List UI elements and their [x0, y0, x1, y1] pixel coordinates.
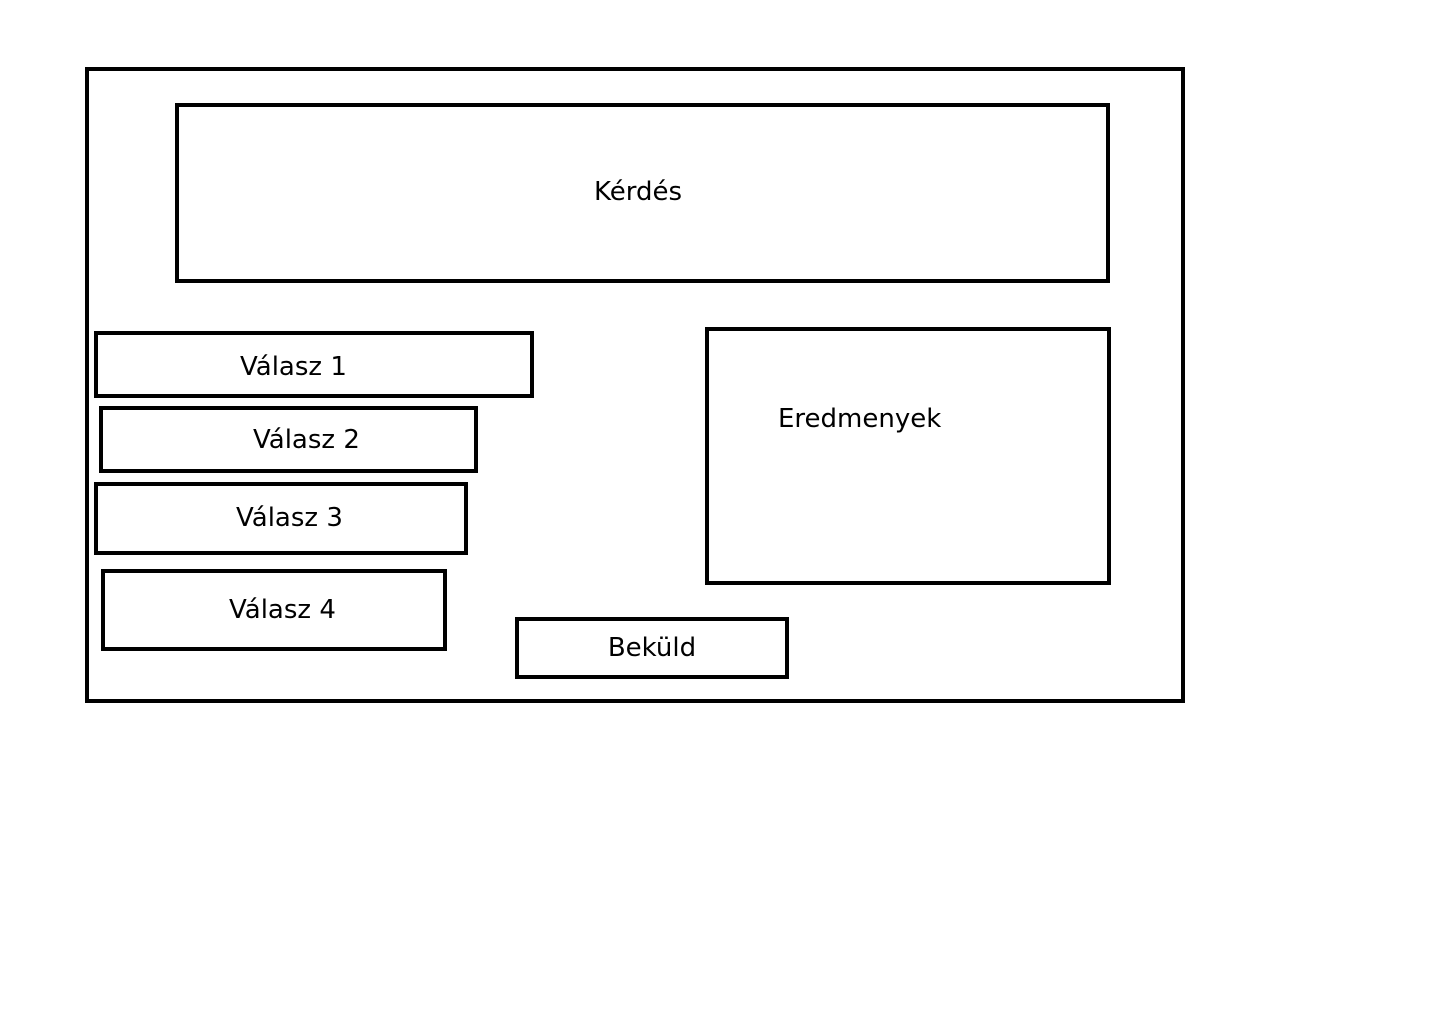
question-label: Kérdés — [594, 177, 683, 207]
submit-label: Beküld — [607, 633, 697, 663]
answer-label-2: Válasz 2 — [253, 425, 360, 455]
answer-label-3: Válasz 3 — [236, 503, 343, 533]
answer-button-2[interactable]: Válasz 2 — [99, 406, 478, 473]
results-panel: Eredmenyek — [705, 327, 1111, 585]
question-box: Kérdés — [175, 103, 1110, 283]
answer-label-4: Válasz 4 — [229, 595, 336, 625]
answer-button-1[interactable]: Válasz 1 — [94, 331, 534, 398]
answer-button-4[interactable]: Válasz 4 — [101, 569, 447, 651]
answer-label-1: Válasz 1 — [240, 352, 347, 382]
answer-button-3[interactable]: Válasz 3 — [94, 482, 468, 555]
submit-button[interactable]: Beküld — [515, 617, 789, 679]
results-label: Eredmenyek — [778, 404, 942, 434]
